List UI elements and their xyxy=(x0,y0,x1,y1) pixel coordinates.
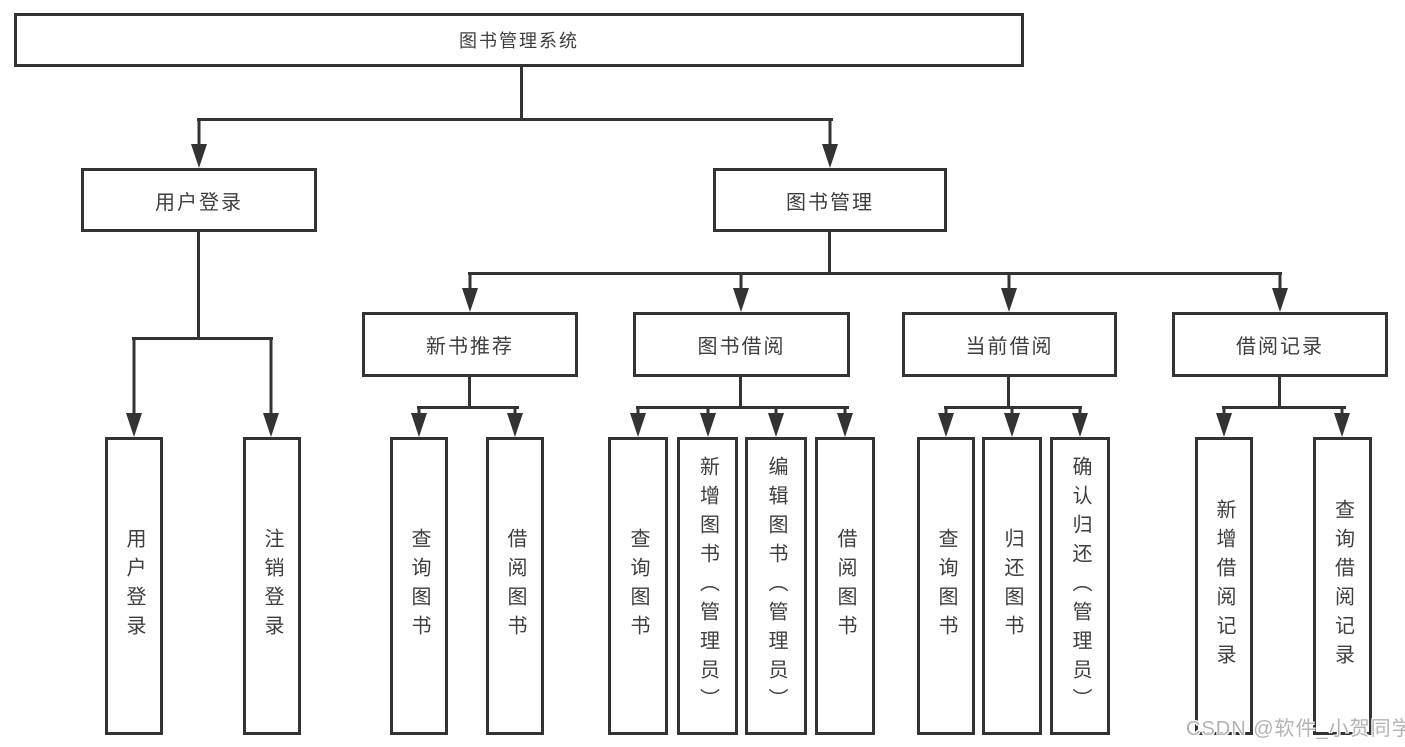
node-book-borrow-label: 图书借阅 xyxy=(697,336,786,358)
leaf-logout: 注销登录 xyxy=(243,437,301,735)
arrow-to-leaf-records-query xyxy=(1334,406,1350,437)
leaf-records-query-record-label: 查询借阅记录 xyxy=(1331,499,1354,673)
connector-book-management-branch xyxy=(468,272,1282,275)
arrow-to-leaf-logout xyxy=(263,337,279,437)
connector-user-login-branch xyxy=(132,337,273,340)
leaf-borrow-borrow-books-label: 借阅图书 xyxy=(834,528,856,644)
leaf-recommend-borrow-books: 借阅图书 xyxy=(486,437,544,735)
leaf-borrow-edit-books-admin-label: 编辑图书（管理员） xyxy=(765,455,787,717)
csdn-watermark: CSDN @软件_小贺同学 xyxy=(1186,718,1405,740)
connector-root-branch xyxy=(197,118,833,121)
connector-recommend-branch xyxy=(417,406,519,409)
arrow-to-user-login xyxy=(191,118,207,168)
leaf-records-query-record: 查询借阅记录 xyxy=(1313,437,1372,735)
leaf-current-query-books-label: 查询图书 xyxy=(935,528,957,644)
connector-recommend-stem xyxy=(468,377,471,409)
leaf-borrow-query-books-label: 查询图书 xyxy=(627,528,649,644)
node-new-book-recommend: 新书推荐 xyxy=(362,312,578,377)
leaf-borrow-add-books-admin-label: 新增图书（管理员） xyxy=(696,455,719,717)
leaf-current-query-books: 查询图书 xyxy=(917,437,975,735)
leaf-records-add-record-label: 新增借阅记录 xyxy=(1213,499,1235,673)
arrow-to-leaf-recommend-borrow xyxy=(507,406,523,437)
arrow-to-leaf-records-add xyxy=(1216,406,1232,437)
node-borrow-records: 借阅记录 xyxy=(1172,312,1388,377)
leaf-current-return-books: 归还图书 xyxy=(982,437,1042,735)
leaf-logout-label: 注销登录 xyxy=(261,528,283,644)
arrow-to-leaf-recommend-query xyxy=(411,406,427,437)
leaf-recommend-query-books: 查询图书 xyxy=(390,437,448,735)
arrow-to-leaf-user-login xyxy=(126,337,142,437)
connector-borrow-branch xyxy=(636,406,849,409)
connector-records-branch xyxy=(1222,406,1346,409)
arrow-to-current-borrow xyxy=(1001,272,1017,312)
leaf-recommend-query-books-label: 查询图书 xyxy=(408,528,430,644)
arrow-to-borrow-records xyxy=(1272,272,1288,312)
leaf-borrow-edit-books-admin: 编辑图书（管理员） xyxy=(745,437,807,735)
arrow-to-book-borrow xyxy=(733,272,749,312)
leaf-user-login: 用户登录 xyxy=(105,437,163,735)
arrow-to-leaf-current-confirm xyxy=(1072,406,1088,437)
leaf-records-add-record: 新增借阅记录 xyxy=(1195,437,1253,735)
arrow-to-leaf-borrow-query xyxy=(630,406,646,437)
arrow-to-book-management xyxy=(822,118,838,168)
connector-borrow-stem xyxy=(739,377,742,409)
arrow-to-leaf-borrow-add xyxy=(700,406,716,437)
leaf-current-confirm-return-admin-label: 确认归还（管理员） xyxy=(1069,455,1091,717)
leaf-borrow-borrow-books: 借阅图书 xyxy=(815,437,875,735)
node-root-label: 图书管理系统 xyxy=(459,31,579,51)
node-new-book-recommend-label: 新书推荐 xyxy=(426,336,514,358)
leaf-current-confirm-return-admin: 确认归还（管理员） xyxy=(1050,437,1110,735)
connector-records-stem xyxy=(1278,377,1281,409)
connector-user-login-stem xyxy=(197,232,200,340)
leaf-current-return-books-label: 归还图书 xyxy=(1001,528,1023,644)
node-user-login: 用户登录 xyxy=(81,168,317,232)
node-book-borrow: 图书借阅 xyxy=(633,312,850,377)
arrow-to-leaf-current-query xyxy=(938,406,954,437)
arrow-to-leaf-borrow-borrow xyxy=(837,406,853,437)
connector-book-management-stem xyxy=(828,232,831,275)
arrow-to-leaf-borrow-edit xyxy=(768,406,784,437)
node-root: 图书管理系统 xyxy=(14,13,1024,67)
node-book-management: 图书管理 xyxy=(713,168,947,232)
node-current-borrow: 当前借阅 xyxy=(902,312,1117,377)
leaf-borrow-query-books: 查询图书 xyxy=(608,437,668,735)
node-user-login-label: 用户登录 xyxy=(155,191,243,214)
connector-current-stem xyxy=(1007,377,1010,409)
arrow-to-new-book-recommend xyxy=(462,272,478,312)
node-borrow-records-label: 借阅记录 xyxy=(1236,336,1324,358)
leaf-recommend-borrow-books-label: 借阅图书 xyxy=(504,528,526,644)
node-current-borrow-label: 当前借阅 xyxy=(965,336,1054,358)
leaf-borrow-add-books-admin: 新增图书（管理员） xyxy=(677,437,738,735)
connector-root-stem xyxy=(520,67,523,121)
leaf-user-login-label: 用户登录 xyxy=(123,528,145,644)
arrow-to-leaf-current-return xyxy=(1004,406,1020,437)
node-book-management-label: 图书管理 xyxy=(786,191,874,214)
